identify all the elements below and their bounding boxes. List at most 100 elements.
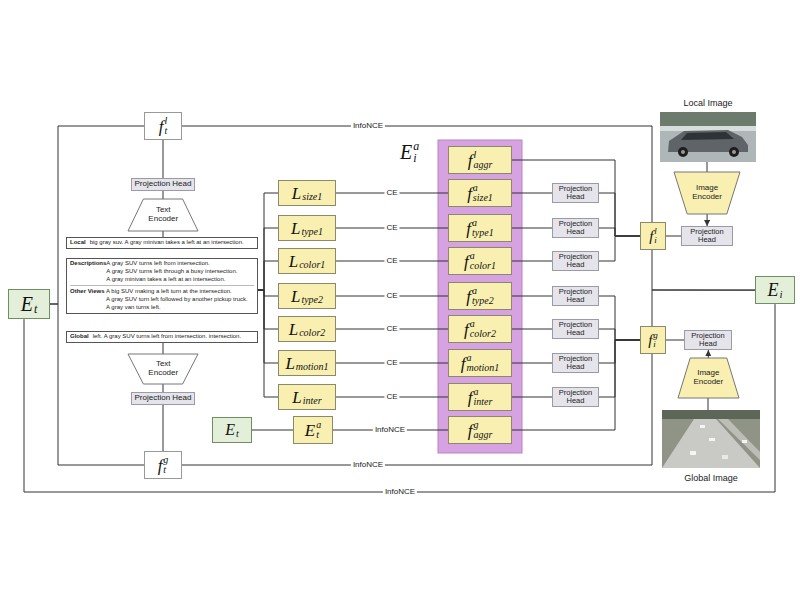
symbol-indices: ai [413, 140, 419, 164]
projection-head: Projection Head [684, 330, 732, 350]
edge-label: CE [384, 359, 399, 368]
symbol-superscript: g [653, 331, 658, 340]
math-symbol: famotion1 [461, 353, 500, 373]
car-wheel [678, 147, 688, 157]
symbol-box: fli [640, 222, 666, 250]
box-label: Projection Head [135, 394, 192, 402]
symbol-base: f [468, 389, 473, 406]
caption-sentence: A gray minivan takes a left at an inters… [106, 276, 254, 284]
symbol-base: f [649, 229, 653, 244]
math-symbol: fgaggr [468, 420, 493, 440]
connector [50, 304, 144, 465]
box-label: Projection Head [555, 288, 596, 304]
connector [512, 340, 640, 430]
symbol-box: flaggr [448, 146, 512, 174]
projection-head: Projection Head [552, 319, 599, 339]
caption-sentence: A big SUV making a left turn at the inte… [106, 288, 254, 296]
car-wheel [729, 147, 739, 157]
math-symbol: Eat [305, 420, 321, 440]
panel-group: DescriptionsA gray SUV turns left from i… [70, 260, 254, 283]
box-label: Text Encoder [145, 206, 181, 224]
symbol-base: f [466, 220, 471, 237]
connector [163, 384, 164, 392]
connector [599, 193, 640, 236]
symbol-base: E [305, 422, 315, 439]
edge-label: CE [384, 224, 399, 233]
symbol-base: L [285, 355, 294, 372]
panel-lines: A big SUV making a left turn at the inte… [106, 288, 254, 311]
encoder-trapezoid: Text Encoder [128, 199, 198, 231]
photo-ground [662, 410, 760, 468]
symbol-indices: i [779, 280, 782, 300]
symbol-superscript: a [472, 286, 494, 296]
symbol-base: L [292, 389, 301, 406]
panel-lines: A gray SUV turns left from intersection.… [106, 260, 254, 283]
caption-sentence: A gray van turns left. [106, 304, 254, 312]
symbol-subscript: t [164, 126, 167, 136]
symbol-subscript: i [413, 152, 419, 164]
symbol-subscript: aggr [473, 160, 492, 170]
math-symbol: Eai [400, 140, 419, 164]
math-symbol: fgi [648, 331, 658, 349]
symbol-base: f [159, 118, 164, 135]
connector [652, 290, 755, 326]
connector [163, 405, 164, 451]
math-symbol: flt [159, 116, 168, 136]
symbol-indices: color2 [299, 320, 325, 338]
symbol-box: fatype2 [448, 282, 512, 310]
symbol-indices: t [34, 293, 37, 315]
symbol-box: Lcolor2 [278, 316, 336, 342]
symbol-indices: motion1 [296, 354, 329, 372]
photo-car [700, 425, 705, 428]
trapezoid-shape [128, 354, 198, 384]
symbol-base: L [289, 253, 298, 270]
caption-sentence: A gray SUV turns left through a busy int… [106, 268, 254, 276]
connector [599, 296, 640, 340]
connector [182, 354, 652, 465]
symbol-subscript: type2 [472, 296, 494, 306]
connector [666, 340, 684, 341]
caption-sentence: A gray SUV turn left followed by another… [106, 296, 254, 304]
band-fill-group [438, 140, 522, 453]
symbol-indices: type2 [301, 287, 323, 305]
box-label: Projection Head [555, 220, 596, 236]
connector [24, 304, 775, 492]
symbol-subscript: i [653, 340, 658, 349]
encoder-trapezoid: Text Encoder [128, 354, 198, 384]
symbol-superscript: a [470, 251, 496, 261]
symbol-subscript: aggr [473, 430, 492, 440]
connector [182, 126, 652, 222]
box-label: Text Encoder [145, 360, 181, 378]
caption-sentence: A gray SUV turns left from intersection. [106, 260, 254, 268]
symbol-box: Ltype2 [278, 283, 336, 309]
connector [258, 193, 278, 290]
connector [599, 340, 640, 363]
connector [258, 228, 278, 290]
math-symbol: Et [225, 421, 239, 439]
symbol-indices: type1 [301, 219, 323, 237]
symbol-indices: gi [653, 331, 658, 349]
photo-road [662, 419, 760, 468]
symbol-subscript: inter [303, 396, 322, 406]
math-symbol: Lsize1 [292, 184, 322, 202]
projection-head: Projection Head [131, 178, 195, 191]
symbol-superscript: a [466, 353, 499, 363]
symbol-box: Ltype1 [278, 215, 336, 241]
embedding-group: Eaiflaggrfasize1fatype1facolor1fatype2fa… [438, 140, 522, 453]
symbol-box: Lmotion1 [278, 350, 336, 376]
symbol-superscript: a [473, 387, 492, 397]
projection-head: Projection Head [131, 392, 195, 405]
math-symbol: Et [21, 293, 38, 315]
symbol-superscript: a [470, 319, 496, 329]
symbol-subscript: color1 [299, 260, 325, 270]
symbol-base: f [461, 355, 466, 372]
symbol-subscript: t [316, 430, 321, 440]
math-symbol: fasize1 [467, 183, 493, 203]
connector [512, 296, 552, 297]
panel-body: Localbig gray suv. A gray minivan takes … [70, 239, 254, 247]
symbol-indices: inter [303, 388, 322, 406]
photo-car [722, 455, 728, 459]
connector [258, 290, 278, 329]
panel-group: Other ViewsA big SUV making a left turn … [70, 285, 254, 311]
symbol-box: facolor2 [448, 315, 512, 343]
